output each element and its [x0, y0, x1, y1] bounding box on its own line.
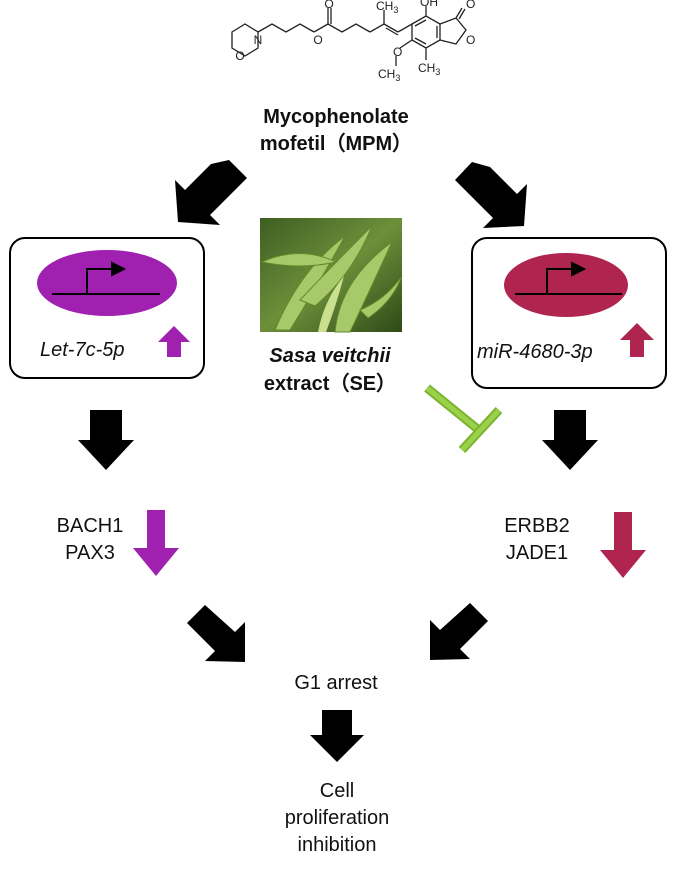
methoxy-ch3-label: CH3: [378, 67, 400, 83]
outcome-line3: inhibition: [298, 834, 377, 856]
methyl-bottom-label: CH3: [418, 61, 440, 77]
arrow-left-down: [78, 410, 134, 470]
outcome-line1: Cell: [320, 780, 354, 802]
arrow-drug-to-left: [175, 160, 247, 225]
sasa-veitchii-photo: [260, 218, 403, 333]
mpm-chemical-structure: [231, 6, 467, 66]
outcome-line2: proliferation: [285, 807, 390, 829]
inhibition-line: [424, 384, 503, 454]
left-target-2: PAX3: [65, 542, 115, 564]
ester-o2-label: O: [324, 0, 333, 11]
left-target-1: BACH1: [57, 515, 124, 537]
methyl-top-label: CH3: [376, 0, 398, 15]
mpm-structure-labels: O N O O CH3 OH O O O CH3 CH3: [235, 0, 475, 83]
arrow-drug-to-right: [455, 162, 527, 228]
morpholine-o-label: O: [235, 49, 244, 63]
arrow-right-to-g1: [430, 603, 488, 660]
right-up-arrow: [620, 323, 654, 357]
right-target-1: ERBB2: [504, 515, 570, 537]
left-promoter-ellipse: [37, 250, 177, 316]
right-promoter-ellipse: [504, 253, 628, 317]
methoxy-o-label: O: [393, 45, 402, 59]
ester-o1-label: O: [313, 33, 322, 47]
right-mirna-label: miR-4680-3p: [477, 341, 593, 363]
left-down-arrow-decrease: [133, 510, 179, 576]
carbonyl-o-label: O: [466, 0, 475, 11]
right-down-arrow-decrease: [600, 512, 646, 578]
ring-o-label: O: [466, 33, 475, 47]
g1-arrest-label: G1 arrest: [294, 672, 378, 694]
left-up-arrow: [158, 326, 190, 357]
arrow-g1-down: [310, 710, 364, 762]
extract-name-line2: extract（SE）: [264, 372, 396, 395]
left-mirna-label: Let-7c-5p: [40, 339, 125, 361]
morpholine-n-label: N: [254, 33, 263, 47]
drug-name-line2: mofetil（MPM）: [260, 132, 412, 155]
left-promoter-icon: [52, 261, 160, 295]
drug-name-line1: Mycophenolate: [263, 106, 409, 128]
right-promoter-icon: [515, 261, 622, 295]
arrow-left-to-g1: [187, 605, 245, 662]
right-target-2: JADE1: [506, 542, 568, 564]
extract-name-line1: Sasa veitchii: [269, 345, 391, 367]
hydroxyl-label: OH: [420, 0, 438, 9]
arrow-right-down: [542, 410, 598, 470]
